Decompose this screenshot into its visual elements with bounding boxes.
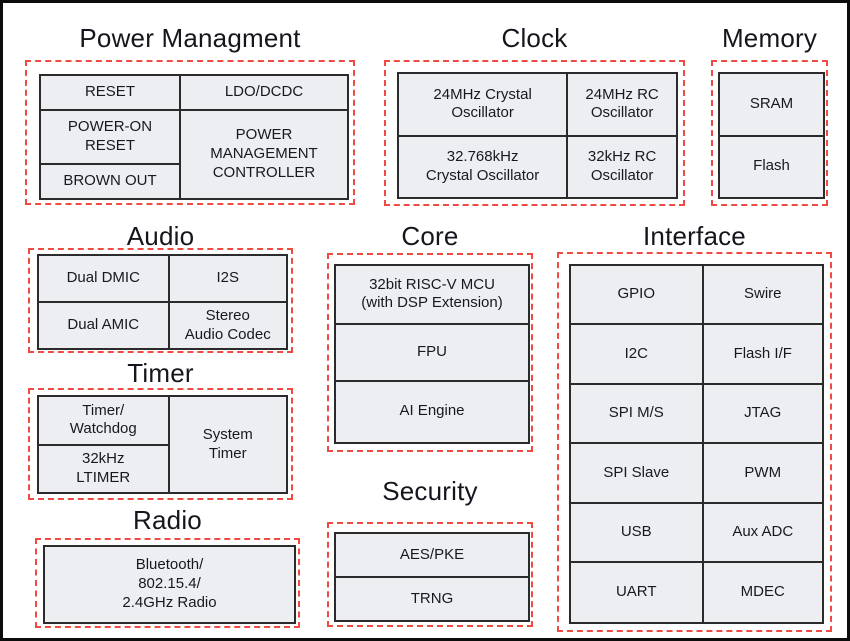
block-brown-out: BROWN OUT [39,163,181,200]
interface-table: GPIO Swire I2C Flash I/F SPI M/S JTAG SP… [569,263,824,624]
audio-section-boundary: Dual DMIC I2S Dual AMIC Stereo Audio Cod… [28,248,293,353]
memory-section-boundary: SRAM Flash [711,60,828,206]
audio-section-title: Audio [126,221,195,251]
timer-section-title: Timer [127,358,194,388]
block-jtag: JTAG [701,382,824,445]
block-uart: UART [569,561,704,624]
block-flash: Flash [718,134,825,199]
security-section-title: Security [382,476,478,506]
power-section-title: Power Managment [79,23,301,53]
block-dual-dmic: Dual DMIC [37,254,170,303]
block-24mhz-crystal-oscillator: 24MHz Crystal Oscillator [396,72,569,137]
block-pwm: PWM [701,442,824,504]
core-section-title: Core [401,221,459,251]
block-24mhz-rc-oscillator: 24MHz RC Oscillator [566,72,678,137]
audio-table: Dual DMIC I2S Dual AMIC Stereo Audio Cod… [37,254,288,350]
block-sram: SRAM [718,72,825,137]
clock-section-boundary: 24MHz Crystal Oscillator 24MHz RC Oscill… [384,60,685,206]
block-32khz-ltimer: 32kHz LTIMER [37,443,170,494]
block-i2s: I2S [167,254,288,303]
timer-section-boundary: Timer/ Watchdog System Timer 32kHz LTIME… [28,388,293,500]
memory-table: SRAM Flash [718,72,825,199]
block-reset: RESET [39,74,181,111]
block-32khz-rc-oscillator: 32kHz RC Oscillator [566,134,678,199]
block-power-management-controller: POWER MANAGEMENT CONTROLLER [178,108,350,201]
interface-section-title: Interface [643,221,746,251]
core-section-boundary: 32bit RISC-V MCU (with DSP Extension) FP… [327,253,533,452]
block-i2c: I2C [569,323,704,385]
clock-section-title: Clock [501,23,568,53]
timer-table: Timer/ Watchdog System Timer 32kHz LTIME… [37,395,288,494]
power-section-boundary: RESET LDO/DCDC POWER-ON RESET POWER MANA… [25,60,355,205]
block-timer-watchdog: Timer/ Watchdog [37,395,170,446]
block-ldo-dcdc: LDO/DCDC [178,74,350,111]
block-flash-if: Flash I/F [701,323,824,385]
memory-section-title: Memory [721,23,818,53]
block-power-on-reset: POWER-ON RESET [39,108,181,166]
security-section-boundary: AES/PKE TRNG [327,522,533,627]
radio-section-boundary: Bluetooth/ 802.15.4/ 2.4GHz Radio [35,538,300,628]
power-table: RESET LDO/DCDC POWER-ON RESET POWER MANA… [39,74,350,201]
security-table: AES/PKE TRNG [334,532,530,622]
block-system-timer: System Timer [167,395,288,494]
block-aux-adc: Aux ADC [701,501,824,564]
block-stereo-audio-codec: Stereo Audio Codec [167,301,288,350]
block-trng: TRNG [334,576,530,622]
core-table: 32bit RISC-V MCU (with DSP Extension) FP… [334,264,530,445]
block-swire: Swire [701,263,824,326]
block-spi-slave: SPI Slave [569,442,704,504]
radio-section-title: Radio [133,505,202,535]
block-dual-amic: Dual AMIC [37,301,170,350]
block-ai-engine: AI Engine [334,379,530,445]
block-32768khz-crystal-oscillator: 32.768kHz Crystal Oscillator [396,134,569,199]
block-fpu: FPU [334,322,530,382]
block-gpio: GPIO [569,263,704,326]
block-usb: USB [569,501,704,564]
interface-section-boundary: GPIO Swire I2C Flash I/F SPI M/S JTAG SP… [557,252,832,632]
clock-table: 24MHz Crystal Oscillator 24MHz RC Oscill… [396,72,678,199]
block-spi-ms: SPI M/S [569,382,704,445]
block-mdec: MDEC [701,561,824,624]
block-aes-pke: AES/PKE [334,532,530,578]
block-riscv-mcu: 32bit RISC-V MCU (with DSP Extension) [334,264,530,325]
radio-table: Bluetooth/ 802.15.4/ 2.4GHz Radio [43,545,296,624]
block-radio: Bluetooth/ 802.15.4/ 2.4GHz Radio [43,545,296,624]
